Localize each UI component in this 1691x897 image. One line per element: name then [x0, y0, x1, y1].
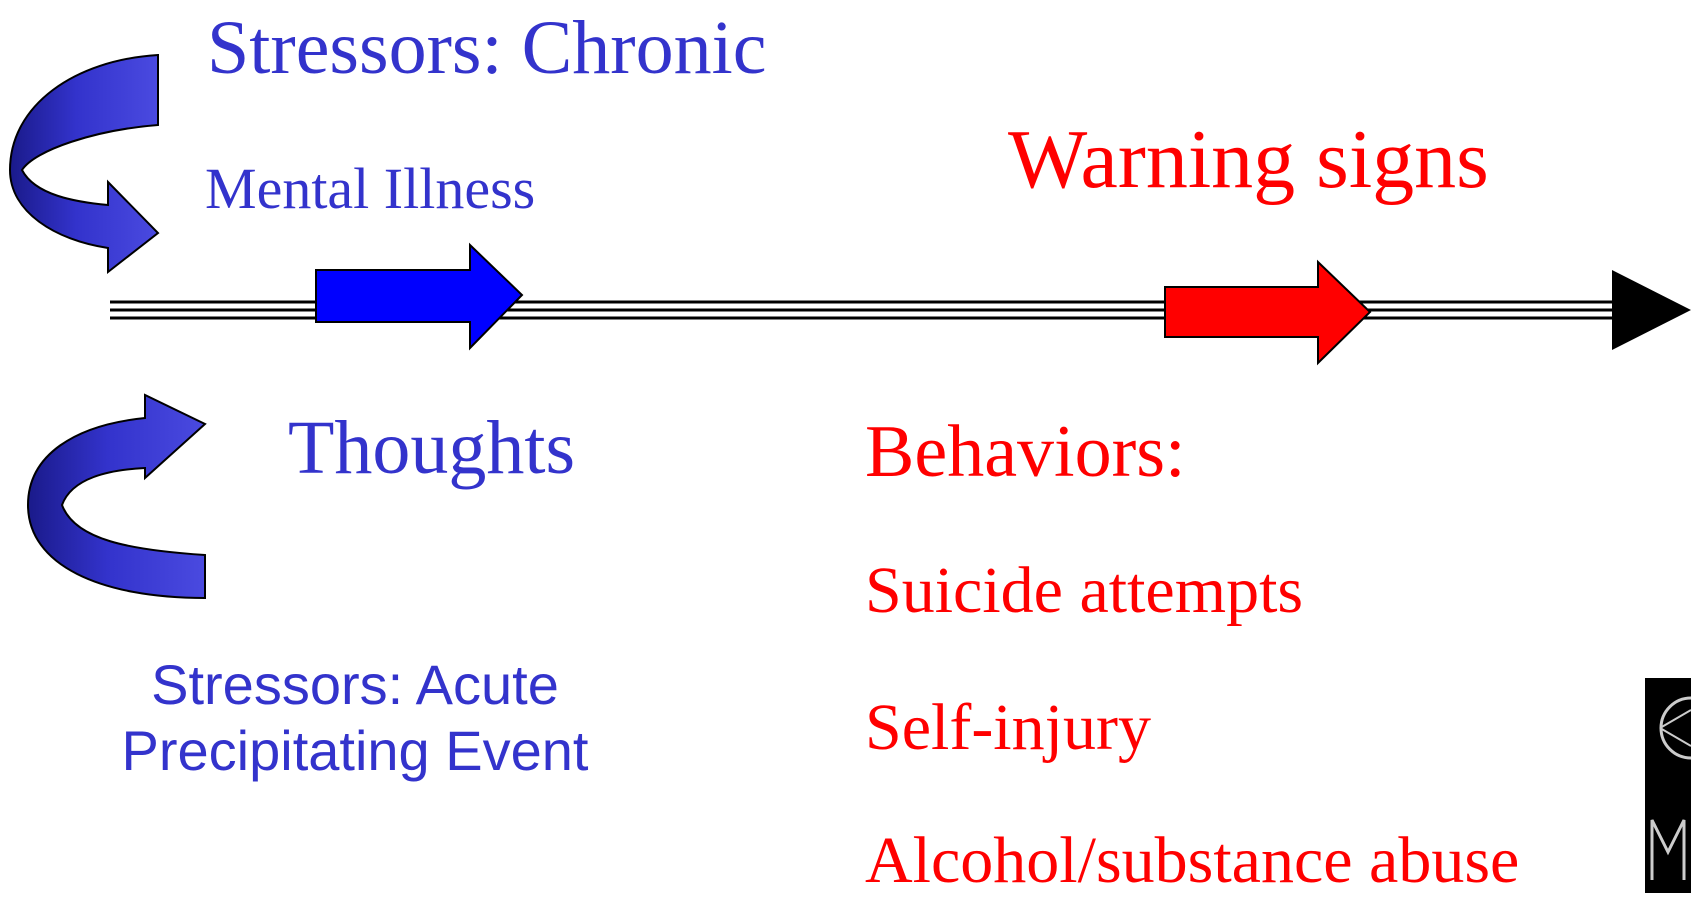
thoughts-label: Thoughts	[288, 406, 576, 490]
stressors-acute-line2: Precipitating Event	[121, 719, 589, 782]
warning-signs-label: Warning signs	[1008, 113, 1489, 206]
self-injury-label: Self-injury	[865, 691, 1151, 764]
blue-block-arrow-icon	[315, 242, 524, 351]
stressors-acute-line1: Stressors: Acute	[151, 653, 559, 716]
stressors-acute-label: Stressors: Acute Precipitating Event	[60, 652, 650, 784]
corner-logo-icon	[1645, 678, 1691, 893]
red-block-arrow-icon	[1164, 259, 1372, 366]
triangle-arrowhead-icon	[1612, 270, 1691, 350]
curved-arrow-bottom-icon	[26, 393, 207, 600]
stressors-chronic-label: Stressors: Chronic	[207, 6, 767, 90]
alcohol-substance-abuse-label: Alcohol/substance abuse	[865, 824, 1520, 897]
behaviors-label: Behaviors:	[865, 411, 1186, 493]
curved-arrow-top-icon	[8, 53, 160, 275]
mental-illness-label: Mental Illness	[205, 156, 536, 221]
suicide-attempts-label: Suicide attempts	[865, 554, 1304, 627]
